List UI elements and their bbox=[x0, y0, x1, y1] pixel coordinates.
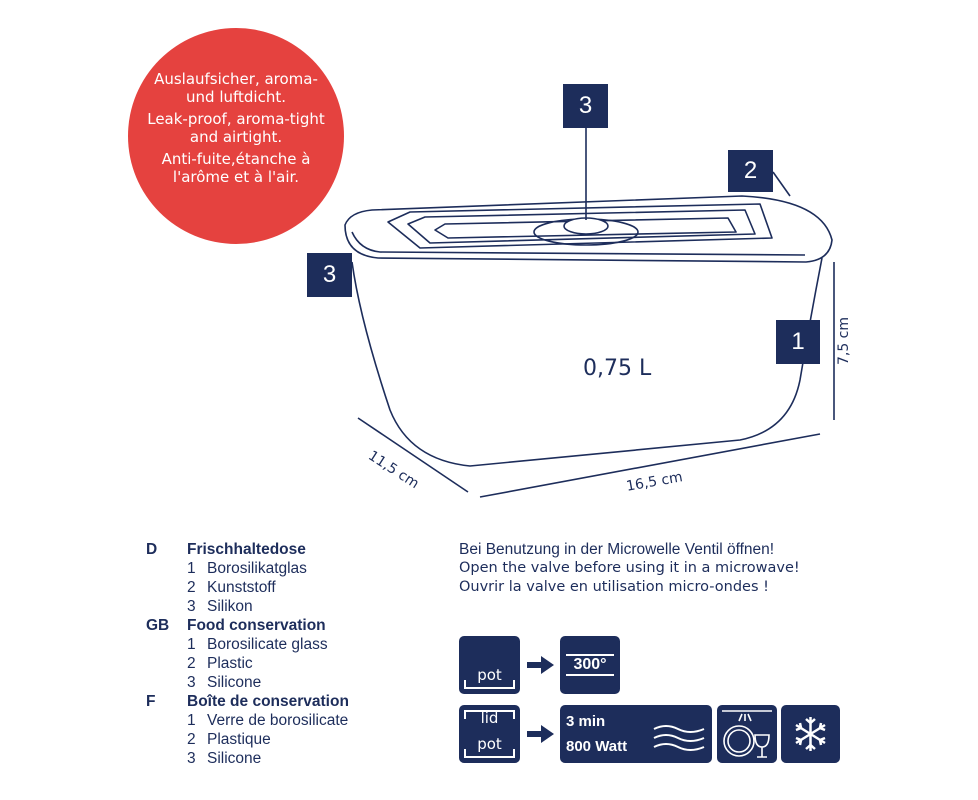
instruction-fr: Ouvrir la valve en utilisation micro-ond… bbox=[459, 579, 769, 595]
badge-text-fr: Anti-fuite,étanche à l'arôme et à l'air. bbox=[161, 150, 311, 186]
lid-outer bbox=[344, 195, 833, 263]
arrow-icon bbox=[527, 725, 554, 743]
legend-item: Borosilicate glass bbox=[207, 636, 328, 653]
marker-valve: 3 bbox=[563, 84, 608, 128]
pot-icon: pot bbox=[459, 636, 520, 694]
instruction-en: Open the valve before using it in a micr… bbox=[459, 560, 800, 576]
height-label: 7,5 cm bbox=[836, 316, 853, 366]
width-line bbox=[479, 433, 821, 498]
feature-badge: Auslaufsicher, aroma- und luftdicht. Lea… bbox=[128, 28, 344, 244]
microwave-instructions: Bei Benutzung in der Microwelle Ventil ö… bbox=[459, 540, 800, 597]
marker-lid: 2 bbox=[728, 150, 773, 192]
legend-title: Frischhaltedose bbox=[187, 541, 306, 558]
marker-seal: 3 bbox=[307, 253, 352, 297]
legend-title: Boîte de conservation bbox=[187, 693, 349, 710]
legend-item: Borosilikatglas bbox=[207, 560, 307, 577]
oven-300-icon: 300° bbox=[560, 636, 620, 694]
legend-item: Kunststoff bbox=[207, 579, 276, 596]
legend-item: Plastique bbox=[207, 731, 271, 748]
dishwasher-safe-icon bbox=[717, 705, 777, 763]
legend-item: Silicone bbox=[207, 674, 262, 691]
badge-text-en: Leak-proof, aroma-tight and airtight. bbox=[147, 110, 325, 146]
legend-item: Silicone bbox=[207, 750, 262, 767]
lid-pot-icon: lid pot bbox=[459, 705, 520, 763]
volume-label: 0,75 L bbox=[583, 356, 652, 381]
freezer-safe-icon bbox=[781, 705, 840, 763]
legend-title: Food conservation bbox=[187, 617, 326, 634]
instruction-de: Bei Benutzung in der Microwelle Ventil ö… bbox=[459, 541, 775, 558]
lang-code: D bbox=[146, 541, 158, 558]
container-drawing bbox=[344, 128, 835, 498]
lang-code: F bbox=[146, 693, 156, 710]
lang-code: GB bbox=[146, 617, 170, 634]
arrow-icon bbox=[527, 656, 554, 674]
marker-glass: 1 bbox=[776, 320, 820, 364]
depth-line bbox=[357, 417, 469, 493]
legend-item: Silikon bbox=[207, 598, 253, 615]
waves-icon bbox=[653, 725, 705, 751]
legend-item: Verre de borosilicate bbox=[207, 712, 349, 729]
badge-text-de: Auslaufsicher, aroma- und luftdicht. bbox=[154, 70, 318, 106]
legend-item: Plastic bbox=[207, 655, 253, 672]
microwave-icon: 3 min 800 Watt bbox=[560, 705, 712, 763]
